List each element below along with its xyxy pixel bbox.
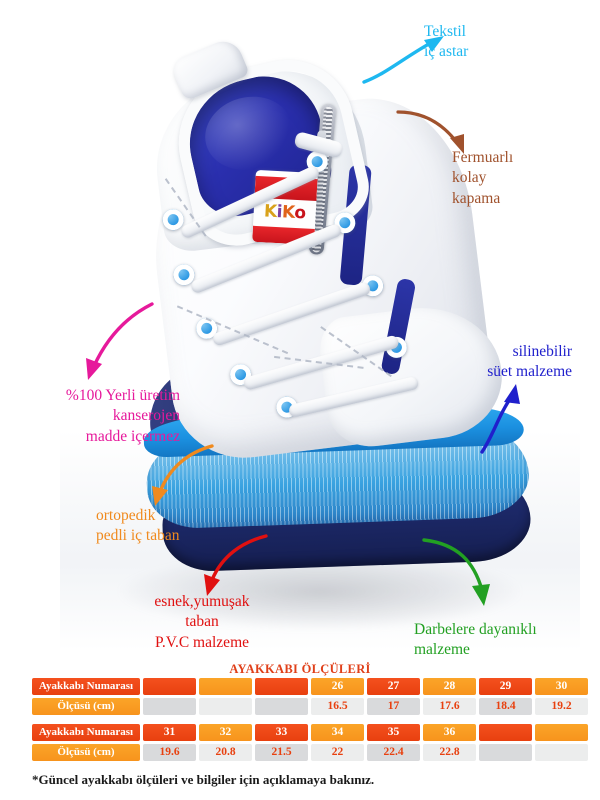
cell-measure: 18.4 xyxy=(479,698,532,715)
cell-measure: 22.8 xyxy=(423,744,476,761)
table-row-measures-2: Ölçüsü (cm) 19.6 20.8 21.5 22 22.4 22.8 xyxy=(32,744,588,761)
size-tables-footnote: *Güncel ayakkabı ölçüleri ve bilgiler iç… xyxy=(32,772,375,787)
cell-number: 34 xyxy=(311,724,364,741)
cell-measure: 22 xyxy=(311,744,364,761)
cell-number: 36 xyxy=(423,724,476,741)
cell-measure xyxy=(143,698,196,715)
cell-measure: 22.4 xyxy=(367,744,420,761)
brand-letter-3: K xyxy=(281,202,295,223)
brand-letter-4: o xyxy=(293,202,307,224)
callout-fermuarli-kolay-kapama: Fermuarlı kolay kapama xyxy=(452,149,514,207)
cell-number: 33 xyxy=(255,724,308,741)
size-table-1: Ayakkabı Numarası 26 27 28 29 30 Ölçüsü … xyxy=(32,678,588,718)
callout-darbelere-dayanikli-malzeme: Darbelere dayanıklı malzeme xyxy=(414,621,537,659)
cell-number: 32 xyxy=(199,724,252,741)
callout-yerli-uretim-kanserojen: %100 Yerli üretim kanserojen madde içerm… xyxy=(65,387,180,445)
brand-letter-1: K xyxy=(263,201,278,222)
product-photo-stage: KiKo xyxy=(60,23,580,659)
row-label-number-2: Ayakkabı Numarası xyxy=(32,724,140,741)
brand-wordmark: KiKo xyxy=(253,200,316,225)
cell-number xyxy=(143,678,196,695)
cell-measure: 21.5 xyxy=(255,744,308,761)
callout-ortopedik-pedli-ic-taban: ortopedik pedli iç taban xyxy=(96,507,180,545)
cell-measure: 19.2 xyxy=(535,698,588,715)
cell-number xyxy=(535,724,588,741)
row-label-number-1: Ayakkabı Numarası xyxy=(32,678,140,695)
callout-silinebilir-suet-malzeme: silinebilir süet malzeme xyxy=(487,343,572,381)
cell-number xyxy=(255,678,308,695)
cell-measure: 16.5 xyxy=(311,698,364,715)
cell-measure: 20.8 xyxy=(199,744,252,761)
cell-number xyxy=(479,724,532,741)
table-row-numbers-2: Ayakkabı Numarası 31 32 33 34 35 36 xyxy=(32,724,588,741)
row-label-measure-1: Ölçüsü (cm) xyxy=(32,698,140,715)
cell-number: 28 xyxy=(423,678,476,695)
size-tables-title: AYAKKABI ÖLÇÜLERİ xyxy=(229,662,371,676)
cell-number: 29 xyxy=(479,678,532,695)
cell-measure: 19.6 xyxy=(143,744,196,761)
callout-esnek-yumusak-taban: esnek,yumuşak taban P.V.C malzeme xyxy=(154,593,250,651)
callout-tekstil-ic-astar: Tekstil iç astar xyxy=(424,23,469,61)
table-row-numbers-1: Ayakkabı Numarası 26 27 28 29 30 xyxy=(32,678,588,695)
cell-number: 30 xyxy=(535,678,588,695)
cell-number: 27 xyxy=(367,678,420,695)
cell-measure xyxy=(255,698,308,715)
table-row-measures-1: Ölçüsü (cm) 16.5 17 17.6 18.4 19.2 xyxy=(32,698,588,715)
cell-number xyxy=(199,678,252,695)
size-tables-section: AYAKKABI ÖLÇÜLERİ Ayakkabı Numarası 26 2… xyxy=(0,660,600,800)
cell-measure: 17.6 xyxy=(423,698,476,715)
cell-measure xyxy=(199,698,252,715)
cell-measure xyxy=(535,744,588,761)
size-table-2: Ayakkabı Numarası 31 32 33 34 35 36 Ölçü… xyxy=(32,724,588,764)
cell-number: 26 xyxy=(311,678,364,695)
cell-number: 31 xyxy=(143,724,196,741)
cell-measure xyxy=(479,744,532,761)
cell-number: 35 xyxy=(367,724,420,741)
cell-measure: 17 xyxy=(367,698,420,715)
row-label-measure-2: Ölçüsü (cm) xyxy=(32,744,140,761)
